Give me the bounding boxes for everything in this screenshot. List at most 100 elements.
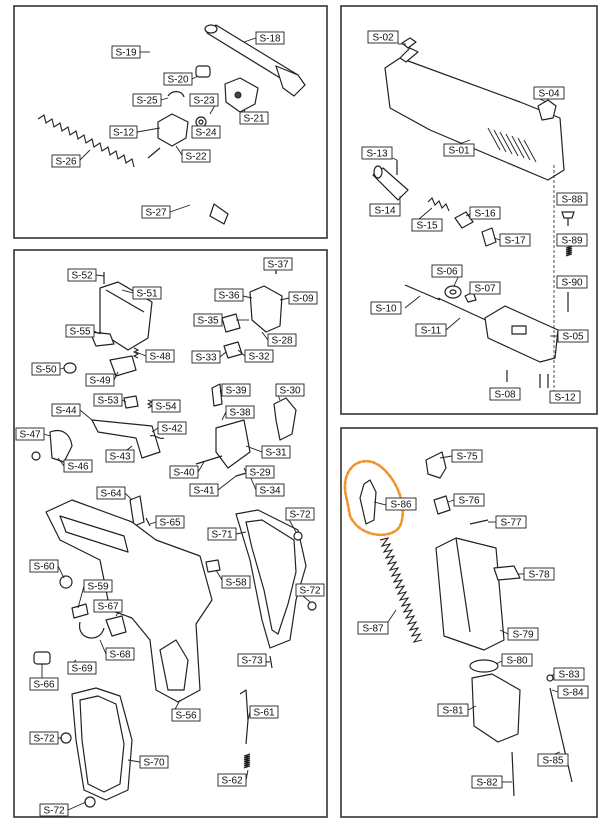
svg-text:S-60: S-60	[33, 562, 55, 573]
part-label[interactable]: S-30	[275, 383, 305, 397]
part-label[interactable]: S-86	[385, 497, 417, 511]
part-label[interactable]: S-50	[31, 362, 61, 376]
part-label[interactable]: S-72	[285, 507, 315, 521]
part-label[interactable]: S-16	[469, 206, 501, 220]
svg-text:S-76: S-76	[458, 496, 480, 507]
part-label[interactable]: S-24	[191, 125, 221, 139]
part-label[interactable]: S-33	[191, 350, 221, 364]
part-label[interactable]: S-36	[214, 288, 244, 302]
part-label[interactable]: S-08	[489, 387, 521, 401]
part-label[interactable]: S-84	[557, 685, 589, 699]
svg-text:S-29: S-29	[249, 468, 271, 479]
part-label[interactable]: S-02	[367, 30, 399, 44]
part-label[interactable]: S-60	[29, 559, 59, 573]
part-label[interactable]: S-25	[132, 93, 162, 107]
part-label[interactable]: S-19	[111, 45, 141, 59]
part-label[interactable]: S-53	[93, 393, 123, 407]
svg-text:S-32: S-32	[248, 352, 270, 363]
part-label[interactable]: S-67	[93, 599, 123, 613]
part-label[interactable]: S-51	[132, 286, 162, 300]
part-label[interactable]: S-29	[245, 465, 275, 479]
part-label[interactable]: S-78	[523, 567, 555, 581]
svg-text:S-50: S-50	[35, 365, 57, 376]
part-label[interactable]: S-58	[221, 575, 251, 589]
part-label[interactable]: S-20	[163, 72, 193, 86]
part-label[interactable]: S-80	[501, 653, 533, 667]
svg-text:S-01: S-01	[448, 146, 470, 157]
part-label[interactable]: S-65	[155, 515, 185, 529]
part-label[interactable]: S-85	[537, 753, 569, 767]
part-label[interactable]: S-21	[239, 111, 269, 125]
svg-text:S-12: S-12	[113, 128, 135, 139]
part-label[interactable]: S-88	[556, 192, 588, 206]
part-label[interactable]: S-46	[63, 459, 93, 473]
part-label[interactable]: S-22	[181, 149, 211, 163]
part-label[interactable]: S-28	[267, 333, 297, 347]
part-label[interactable]: S-64	[96, 486, 126, 500]
part-label[interactable]: S-54	[151, 399, 181, 413]
part-label[interactable]: S-66	[29, 677, 59, 691]
part-label[interactable]: S-12	[109, 125, 138, 139]
part-label[interactable]: S-34	[255, 483, 285, 497]
part-label[interactable]: S-72	[39, 803, 69, 817]
part-label[interactable]: S-90	[556, 275, 588, 289]
part-label[interactable]: S-62	[217, 773, 247, 787]
part-label[interactable]: S-82	[471, 775, 503, 789]
part-label[interactable]: S-35	[193, 313, 223, 327]
part-label[interactable]: S-23	[189, 93, 219, 107]
part-label[interactable]: S-83	[553, 667, 585, 681]
part-label[interactable]: S-69	[67, 661, 97, 675]
part-label[interactable]: S-55	[65, 324, 95, 338]
part-label[interactable]: S-72	[295, 583, 325, 597]
part-label[interactable]: S-12	[549, 390, 581, 404]
part-label[interactable]: S-01	[443, 143, 475, 157]
part-label[interactable]: S-14	[369, 203, 401, 217]
part-label[interactable]: S-52	[67, 268, 97, 282]
part-label[interactable]: S-31	[261, 445, 291, 459]
part-label[interactable]: S-56	[171, 708, 201, 722]
part-label[interactable]: S-15	[411, 218, 443, 232]
part-label[interactable]: S-76	[453, 493, 485, 507]
part-label[interactable]: S-13	[361, 146, 393, 160]
part-label[interactable]: S-11	[415, 323, 447, 337]
part-label[interactable]: S-81	[437, 703, 469, 717]
part-label[interactable]: S-40	[169, 465, 199, 479]
part-label[interactable]: S-27	[141, 205, 171, 219]
part-label[interactable]: S-48	[145, 349, 175, 363]
part-label[interactable]: S-04	[533, 86, 565, 100]
part-label[interactable]: S-87	[357, 621, 389, 635]
part-label[interactable]: S-68	[105, 647, 135, 661]
part-label[interactable]: S-79	[507, 627, 539, 641]
part-label[interactable]: S-39	[221, 383, 251, 397]
part-label[interactable]: S-72	[29, 731, 59, 745]
part-label[interactable]: S-42	[157, 421, 187, 435]
part-label[interactable]: S-77	[495, 515, 527, 529]
part-label[interactable]: S-07	[469, 281, 501, 295]
part-label[interactable]: S-73	[237, 653, 267, 667]
part-label[interactable]: S-61	[249, 705, 279, 719]
part-label[interactable]: S-71	[207, 527, 237, 541]
svg-text:S-48: S-48	[149, 352, 171, 363]
part-label[interactable]: S-49	[85, 373, 115, 387]
part-label[interactable]: S-38	[225, 405, 255, 419]
part-label[interactable]: S-10	[370, 301, 402, 315]
part-label[interactable]: S-17	[499, 233, 531, 247]
part-label[interactable]: S-09	[288, 291, 318, 305]
svg-text:S-51: S-51	[136, 289, 158, 300]
part-label[interactable]: S-59	[83, 579, 113, 593]
svg-text:S-08: S-08	[494, 390, 516, 401]
part-label[interactable]: S-70	[139, 755, 169, 769]
part-label[interactable]: S-75	[451, 449, 483, 463]
part-label[interactable]: S-44	[51, 403, 81, 417]
svg-text:S-86: S-86	[390, 500, 412, 511]
part-label[interactable]: S-06	[431, 264, 463, 278]
part-label[interactable]: S-26	[51, 154, 81, 168]
part-label[interactable]: S-41	[189, 483, 219, 497]
part-label[interactable]: S-32	[244, 349, 274, 363]
part-label[interactable]: S-89	[556, 233, 588, 247]
part-label[interactable]: S-37	[263, 257, 293, 271]
part-label[interactable]: S-18	[255, 31, 285, 45]
part-label[interactable]: S-43	[105, 449, 135, 463]
part-label[interactable]: S-05	[557, 329, 589, 343]
part-label[interactable]: S-47	[15, 427, 45, 441]
